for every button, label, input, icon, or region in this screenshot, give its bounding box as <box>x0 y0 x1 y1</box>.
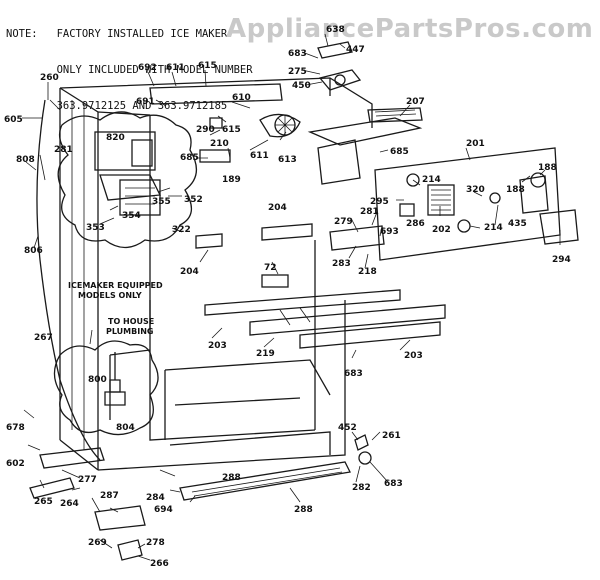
part-label: 203 <box>208 341 227 351</box>
part-label: 260 <box>40 73 59 83</box>
part-label: 452 <box>338 423 357 433</box>
part-label: 450 <box>292 81 311 91</box>
part-label: 283 <box>332 259 351 269</box>
part-label: 352 <box>184 195 203 205</box>
part-label: 602 <box>6 459 25 469</box>
part-label: 188 <box>506 185 525 195</box>
callout-plumbing-line-1: TO HOUSE <box>108 317 154 326</box>
water-line <box>36 99 101 461</box>
callout-icemaker-line-1: ICEMAKER EQUIPPED <box>68 281 163 290</box>
part-label: 264 <box>60 499 79 509</box>
leader-lines <box>22 33 561 561</box>
callout-icemaker-models: ICEMAKER EQUIPPED MODELS ONLY <box>68 281 163 300</box>
part-label: 290 <box>196 125 215 135</box>
part-label: 800 <box>88 375 107 385</box>
part-label: 288 <box>222 473 241 483</box>
note-line-1: NOTE: FACTORY INSTALLED ICE MAKER <box>6 28 228 40</box>
harness <box>39 99 61 181</box>
part-label: 820 <box>106 133 125 143</box>
part-label: 203 <box>404 351 423 361</box>
part-label: 214 <box>422 175 441 185</box>
part-label: 806 <box>24 246 43 256</box>
part-label: 610 <box>232 93 251 103</box>
part-label: 611 <box>250 151 269 161</box>
callout-plumbing-line-2: PLUMBING <box>106 327 153 336</box>
part-label: 265 <box>34 497 53 507</box>
part-number-labels: 260 605 808 806 267 678 602 265 264 277 … <box>4 25 571 569</box>
part-label: 204 <box>180 267 199 277</box>
part-label: 267 <box>34 333 53 343</box>
part-label: 269 <box>88 538 107 548</box>
part-label: 322 <box>172 225 191 235</box>
part-label: 266 <box>150 559 169 569</box>
callout-house-plumbing: TO HOUSE PLUMBING <box>106 317 154 336</box>
part-label: 691 <box>136 97 155 107</box>
part-label: 353 <box>86 223 105 233</box>
part-label: 683 <box>344 369 363 379</box>
part-label: 694 <box>154 505 173 515</box>
plumbing-cloud <box>53 340 159 436</box>
part-label: 207 <box>406 97 425 107</box>
part-label: 218 <box>358 267 377 277</box>
part-label: 615 <box>222 125 241 135</box>
part-label: 683 <box>288 49 307 59</box>
part-label: 613 <box>278 155 297 165</box>
part-label: 288 <box>294 505 313 515</box>
part-label: 281 <box>360 207 379 217</box>
part-label: 355 <box>152 197 171 207</box>
part-label: 683 <box>384 479 403 489</box>
part-label: 188 <box>538 163 557 173</box>
watermark: AppliancePartsPros.com <box>226 14 594 44</box>
part-label: 279 <box>334 217 353 227</box>
part-label: 685 <box>180 153 199 163</box>
part-label: 281 <box>54 145 73 155</box>
cabinet-shell <box>59 77 373 471</box>
part-label: 678 <box>6 423 25 433</box>
part-label: 294 <box>552 255 571 265</box>
part-label: 693 <box>380 227 399 237</box>
part-label: 277 <box>78 475 97 485</box>
crisper-rails <box>195 223 446 349</box>
part-label: 204 <box>268 203 287 213</box>
part-label: 201 <box>466 139 485 149</box>
part-label: 611 <box>166 63 185 73</box>
callout-icemaker-line-2: MODELS ONLY <box>78 291 142 300</box>
part-label: 284 <box>146 493 165 503</box>
part-label: 278 <box>146 538 165 548</box>
grille-and-base <box>29 434 372 561</box>
part-label: 219 <box>256 349 275 359</box>
part-label: 685 <box>390 147 409 157</box>
note-line-2: ONLY INCLUDED WITH MODEL NUMBER <box>6 64 253 76</box>
part-label: 287 <box>100 491 119 501</box>
part-label: 275 <box>288 67 307 77</box>
damper-control <box>317 41 362 91</box>
part-label: 210 <box>210 139 229 149</box>
part-label: 72 <box>264 263 277 273</box>
part-label: 692 <box>138 63 157 73</box>
part-label: 435 <box>508 219 527 229</box>
part-label: 804 <box>116 423 135 433</box>
part-label: 214 <box>484 223 503 233</box>
part-label: 286 <box>406 219 425 229</box>
part-label: 605 <box>4 115 23 125</box>
part-label: 354 <box>122 211 141 221</box>
part-label: 295 <box>370 197 389 207</box>
part-label: 202 <box>432 225 451 235</box>
part-label: 447 <box>346 45 365 55</box>
icemaker-cloud <box>57 111 197 249</box>
factory-note: NOTE: FACTORY INSTALLED ICE MAKER ONLY I… <box>6 4 253 136</box>
part-label: 615 <box>198 61 217 71</box>
part-label: 261 <box>382 431 401 441</box>
part-label: 189 <box>222 175 241 185</box>
part-label: 808 <box>16 155 35 165</box>
part-label: 320 <box>466 185 485 195</box>
part-label: 282 <box>352 483 371 493</box>
part-label: 638 <box>326 25 345 35</box>
